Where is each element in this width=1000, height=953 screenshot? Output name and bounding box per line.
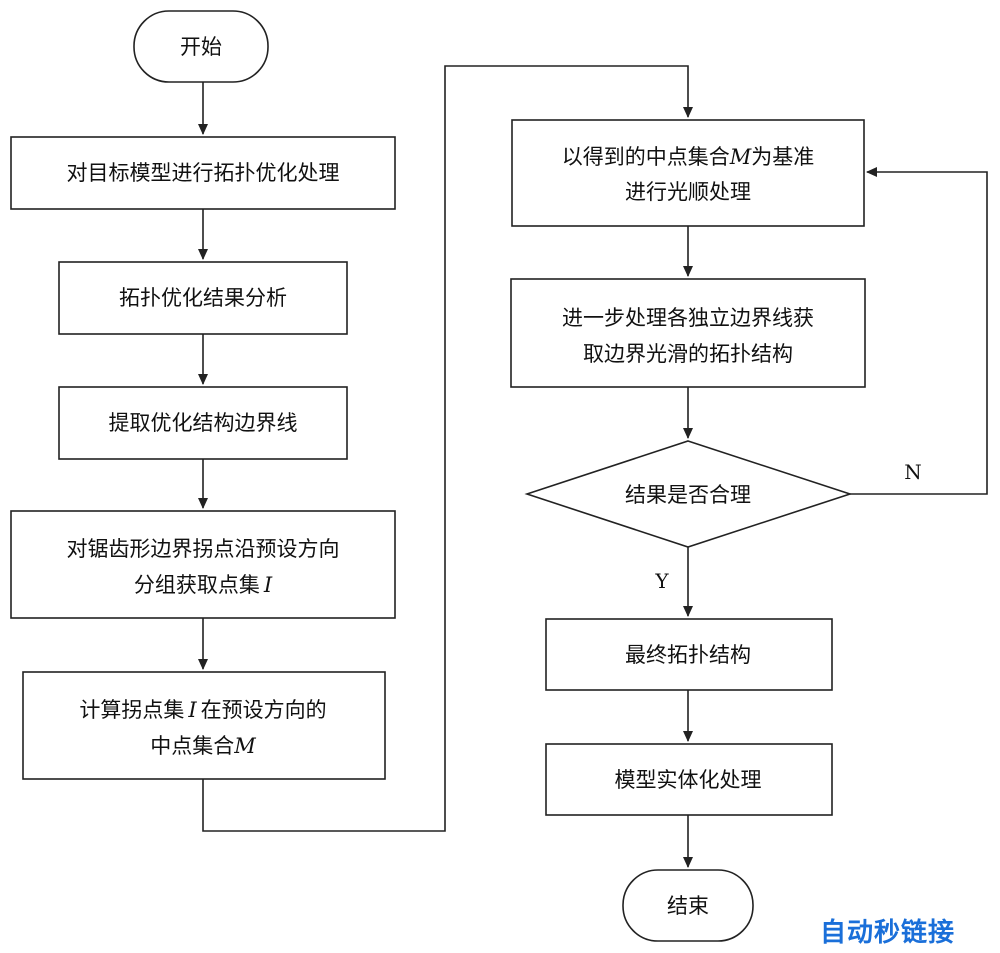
step7-box: 进一步处理各独立边界线获 取边界光滑的拓扑结构: [510, 278, 866, 388]
step7-line2: 取边界光滑的拓扑结构: [583, 342, 793, 366]
step2-box: 拓扑优化结果分析: [58, 261, 348, 335]
step1-box: 对目标模型进行拓扑优化处理: [10, 136, 396, 210]
decision-label: 结果是否合理: [625, 483, 751, 507]
end-terminal: 结束: [622, 869, 754, 942]
watermark-logo: 自动秒链接: [820, 918, 956, 948]
step1-label: 对目标模型进行拓扑优化处理: [67, 161, 340, 185]
decision-diamond: 结果是否合理: [524, 440, 853, 548]
step8-label: 最终拓扑结构: [625, 643, 751, 667]
step5-line2: 中点集合M: [150, 734, 256, 758]
step2-label: 拓扑优化结果分析: [119, 286, 287, 310]
step3-box: 提取优化结构边界线: [58, 386, 348, 460]
end-label: 结束: [667, 894, 709, 918]
step6-line2: 进行光顺处理: [625, 180, 751, 204]
step3-label: 提取优化结构边界线: [109, 411, 298, 435]
step4-line1: 对锯齿形边界拐点沿预设方向: [67, 537, 340, 561]
start-terminal: 开始: [133, 10, 269, 83]
connector-step5-step6: [202, 65, 693, 832]
step6-line1: 以得到的中点集合M为基准: [562, 145, 815, 169]
step9-label: 模型实体化处理: [615, 768, 762, 792]
connector-decision-no: [850, 167, 988, 495]
no-label: N: [904, 460, 922, 484]
step8-box: 最终拓扑结构: [545, 618, 833, 691]
step6-box: 以得到的中点集合M为基准 进行光顺处理: [511, 119, 865, 227]
yes-label: Y: [654, 569, 669, 593]
step9-box: 模型实体化处理: [545, 743, 833, 816]
start-label: 开始: [180, 35, 222, 59]
step7-line1: 进一步处理各独立边界线获: [562, 306, 814, 330]
